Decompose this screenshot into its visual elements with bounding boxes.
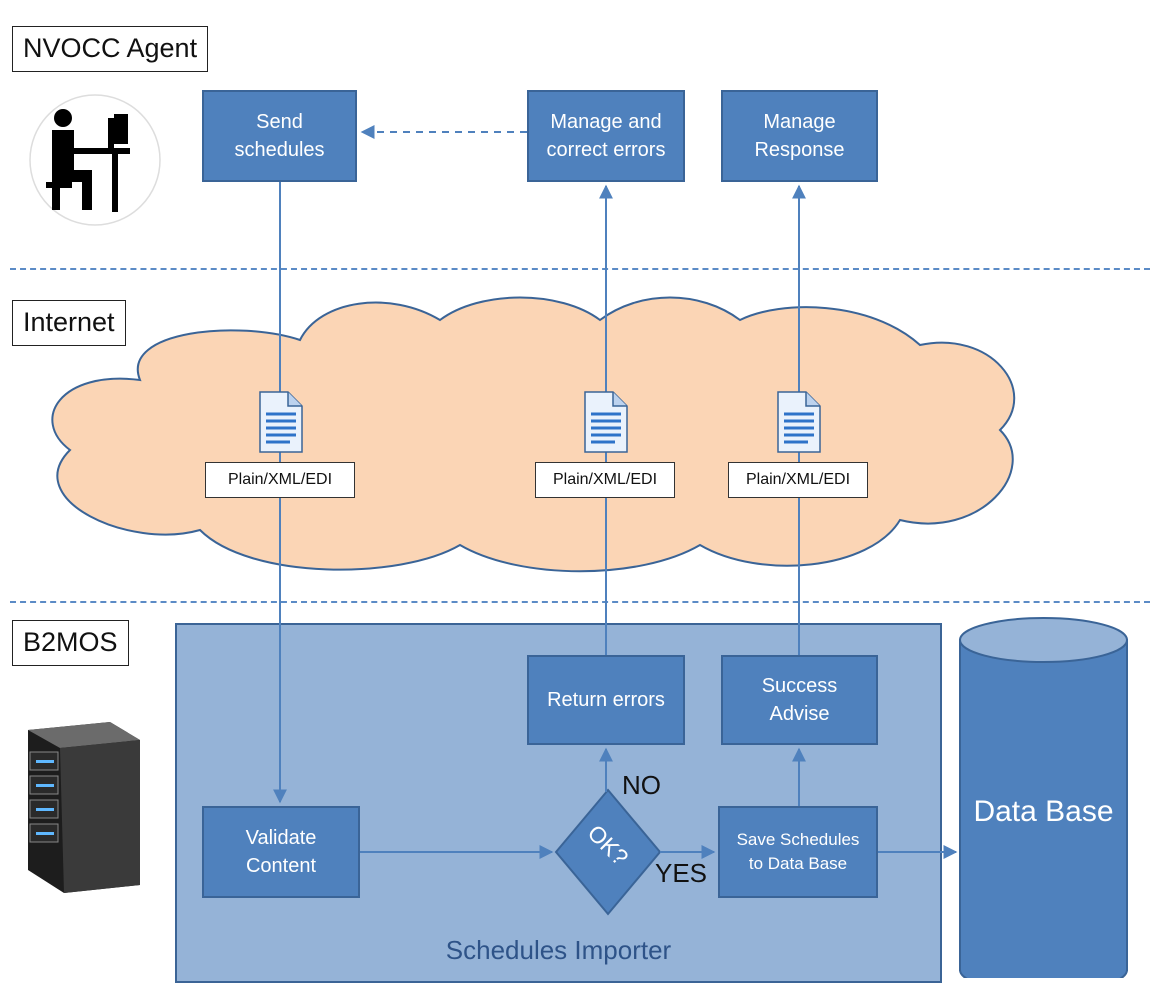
document-label-response: Plain/XML/EDI <box>728 462 868 498</box>
document-label-send: Plain/XML/EDI <box>205 462 355 498</box>
internet-cloud <box>51 296 1016 573</box>
person-at-computer-icon <box>29 94 161 226</box>
schedules-importer-label: Schedules Importer <box>445 935 672 965</box>
server-icon <box>28 722 140 893</box>
validate-content-box: Validate Content <box>202 806 360 898</box>
manage-response-box: Manage Response <box>721 90 878 182</box>
document-icon <box>259 391 303 453</box>
decision-yes-label: YES <box>655 858 708 888</box>
database-label: Data Base <box>973 795 1114 828</box>
manage-errors-box: Manage and correct errors <box>527 90 685 182</box>
decision-diamond <box>554 788 662 916</box>
database-cylinder-icon <box>959 617 1128 978</box>
decision-no-label: NO <box>622 770 661 800</box>
lane-divider-bottom <box>10 601 1150 603</box>
document-label-errors: Plain/XML/EDI <box>535 462 675 498</box>
document-icon <box>777 391 821 453</box>
lane-label-nvocc-agent: NVOCC Agent <box>12 26 209 72</box>
lane-divider-top <box>10 268 1150 270</box>
success-advise-box: Success Advise <box>721 655 878 745</box>
return-errors-box: Return errors <box>527 655 685 745</box>
lane-label-internet: Internet <box>12 300 126 346</box>
lane-label-b2mos: B2MOS <box>12 620 129 666</box>
save-schedules-box: Save Schedules to Data Base <box>718 806 878 898</box>
send-schedules-box: Send schedules <box>202 90 357 182</box>
document-icon <box>584 391 628 453</box>
